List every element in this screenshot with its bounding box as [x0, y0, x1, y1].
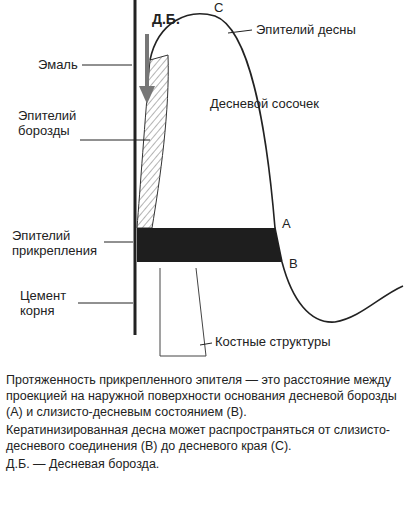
caption-note: Д.Б. — Десневая борозда. [6, 456, 398, 472]
part-label: Цемент корня [20, 288, 78, 318]
part-label: Костные структуры [215, 334, 331, 349]
sulcus-abbrev: Д.Б. [152, 12, 180, 27]
part-label: Эмаль [38, 57, 78, 72]
part-label: Эпителий десны [256, 22, 356, 37]
part-label: Эпителий прикрепления [12, 228, 104, 258]
caption-note: Кератинизированная десна может распростр… [6, 422, 398, 454]
point-letter: С [214, 0, 223, 15]
caption: Протяженность прикрепленного эпителя — э… [6, 372, 398, 420]
part-label: Десневой сосочек [210, 96, 319, 111]
point-letter: А [282, 216, 291, 231]
part-label: Эпителий борозды [18, 108, 80, 138]
point-letter: В [289, 256, 298, 271]
